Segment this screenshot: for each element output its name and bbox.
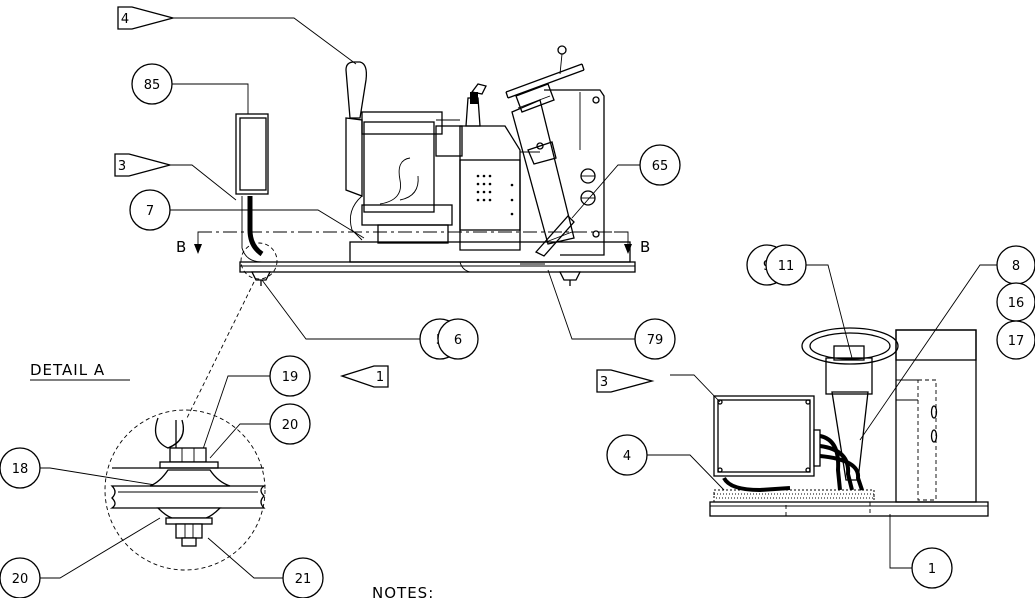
callout-1 (911, 547, 953, 589)
callout-8-text: 8 (1012, 259, 1020, 274)
callout-7-text: 7 (146, 204, 154, 219)
callout-4-text: 4 (623, 449, 631, 464)
callout-7 (129, 189, 171, 231)
callout-6 (437, 318, 479, 360)
console-dot-grid (476, 174, 514, 216)
flag-note-4 (117, 6, 176, 30)
callout-79 (634, 318, 676, 360)
notes-heading: NOTES: (372, 584, 434, 598)
callout-21 (282, 557, 324, 598)
section-label-left: B (176, 238, 187, 256)
side-view-machine (198, 45, 636, 286)
flag-note-3-left-text: 3 (118, 159, 126, 174)
flag-note-3-right-text: 3 (600, 375, 608, 390)
leader-lines (26, 17, 997, 579)
section-cut-b (194, 231, 632, 254)
callout-85-text: 85 (144, 78, 161, 93)
detail-a-view (104, 409, 267, 571)
callout-65-text: 65 (652, 159, 669, 174)
callout-20-bottom (0, 557, 41, 598)
callout-20-bottom-text: 20 (12, 572, 29, 587)
callout-17 (996, 320, 1035, 360)
callout-79-text: 79 (647, 333, 664, 348)
callout-20-top (269, 403, 311, 445)
callout-19-text: 19 (282, 370, 299, 385)
flag-note-3-right (596, 369, 655, 393)
callout-1-text: 1 (928, 562, 936, 577)
flag-note-4-text: 4 (121, 12, 129, 27)
callout-16-text: 16 (1008, 296, 1025, 311)
section-label-right: B (640, 238, 651, 256)
callout-20-top-text: 20 (282, 418, 299, 433)
callout-18 (0, 447, 41, 489)
callout-4 (606, 434, 648, 476)
callout-6-text: 6 (454, 333, 462, 348)
front-view-machine (709, 327, 989, 517)
detail-a-label: DETAIL A (30, 361, 105, 379)
flag-note-1 (339, 365, 389, 388)
flag-note-1-text: 1 (376, 370, 384, 385)
callout-19 (269, 355, 311, 397)
callout-11 (765, 244, 807, 286)
callout-11-text: 11 (778, 259, 795, 274)
callout-17-text: 17 (1008, 334, 1025, 349)
callout-65 (639, 144, 681, 186)
callout-21-text: 21 (295, 572, 312, 587)
callout-85 (131, 63, 173, 105)
flag-note-3-left (114, 153, 173, 177)
callout-18-text: 18 (12, 462, 29, 477)
